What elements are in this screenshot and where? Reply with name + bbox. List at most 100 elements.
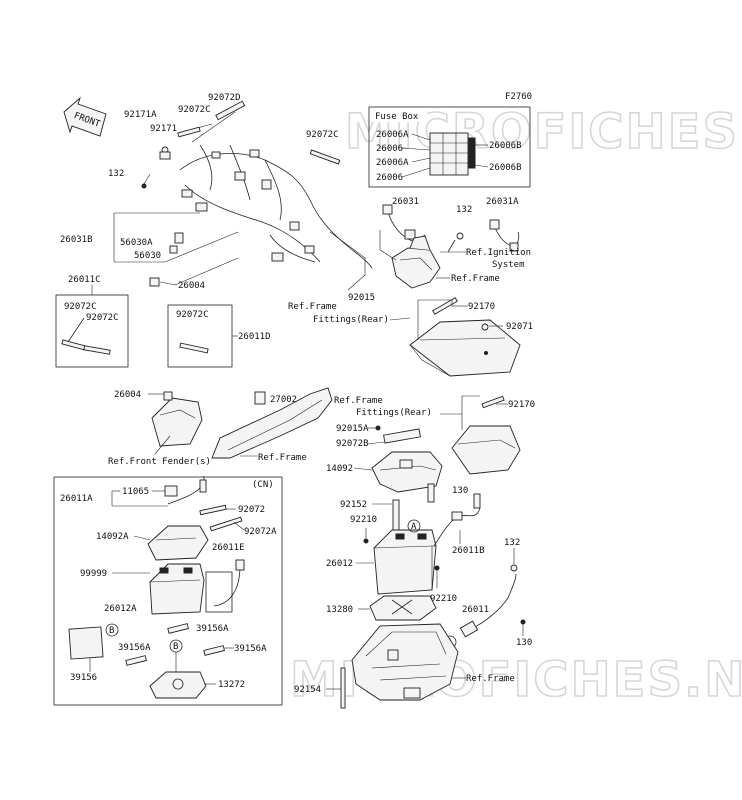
frame-rail-icon [211,387,333,459]
part-label-92072C-a: 92072C [64,302,97,312]
part-label-56030A: 56030A [120,238,153,248]
label-ref-ignition: Ref.Ignition [466,248,531,258]
part-label-92071: 92071 [506,322,533,332]
battery-cover-14092A-icon [147,525,209,561]
label-ref-frame-2: Ref.Frame [258,453,307,463]
battery-26012-icon [373,529,437,595]
part-label-26011: 26011 [462,605,489,615]
part-label-14092: 14092 [326,464,353,474]
part-label-39156A-1: 39156A [196,624,229,634]
label-fittings-rear-1: Fittings(Rear) [313,315,389,325]
cn-box-label: (CN) [252,480,274,490]
callout-a-upper: A [407,519,421,533]
part-label-92072C-b: 92072C [86,313,119,323]
callout-b-left: B [105,623,119,637]
main-wiring-harness-icon [179,144,373,269]
part-label-26012: 26012 [326,559,353,569]
label-sheet-39156-icon [68,626,104,660]
part-label-13272: 13272 [218,680,245,690]
part-label-56030: 56030 [134,251,161,261]
label-ref-frame-fittings-1: Ref.Frame [288,302,337,312]
part-label-92072D: 92072D [208,93,241,103]
part-label-132-low: 132 [504,538,520,548]
fuse-box-title: Fuse Box [375,112,419,122]
battery-tray-icon [351,623,459,701]
part-label-92210-a: 92210 [350,515,377,525]
part-label-26004-top: 26004 [178,281,205,291]
part-label-92170-top: 92170 [468,302,495,312]
fuse-label-left-1: 26006A [376,130,409,140]
battery-cable-26011B-icon [433,507,481,547]
battery-holder-14092-icon [371,451,443,503]
part-label-92072C-top: 92072C [178,105,211,115]
part-label-92072C-mid: 92072C [306,130,339,140]
ignition-bracket-icon [391,235,441,289]
part-label-92072: 92072 [238,505,265,515]
part-label-130-a: 130 [452,486,468,496]
figure-code: F2760 [505,92,532,102]
fuse-label-left-4: 26006 [376,173,403,183]
part-label-130-b: 130 [516,638,532,648]
fuse-label-left-3: 26006A [376,158,409,168]
part-label-11065: 11065 [122,487,149,497]
part-label-26011A: 26011A [60,494,93,504]
label-fittings-rear-2: Fittings(Rear) [356,408,432,418]
part-label-13280: 13280 [326,605,353,615]
part-label-14092A: 14092A [96,532,129,542]
part-label-92210-b: 92210 [430,594,457,604]
part-label-92170-mid: 92170 [508,400,535,410]
front-arrow-icon: FRONT [63,96,107,137]
part-label-92171: 92171 [150,124,177,134]
fuse-label-left-2: 26006 [376,144,403,154]
battery-tray-13272-icon [149,671,207,699]
cn-variant-box: (CN) [53,476,283,706]
ignition-wire-icon [382,204,520,253]
part-label-92015: 92015 [348,293,375,303]
part-label-26031: 26031 [392,197,419,207]
part-label-39156A-3: 39156A [234,644,267,654]
part-label-92072C-c: 92072C [176,310,209,320]
kit-26011D-box [167,304,238,368]
cable-26011E-icon [205,559,245,613]
fuse-box-panel: Fuse Box 26006A 26006 26006A 26006 26006… [368,106,531,188]
part-label-27002: 27002 [270,395,297,405]
label-ref-front-fender: Ref.Front Fender(s) [108,457,211,467]
part-label-92072B: 92072B [336,439,369,449]
part-label-39156: 39156 [70,673,97,683]
svg-text:B: B [109,626,114,636]
label-ref-frame-3: Ref.Frame [466,674,515,684]
fuse-label-right-2: 26006B [489,163,522,173]
kit-26011C-box [55,285,129,368]
part-label-92154: 92154 [294,685,321,695]
part-label-26011E: 26011E [212,543,245,553]
part-label-26031A: 26031A [486,197,519,207]
fuse-box-frame [368,106,531,188]
rear-fitting-panel-lower-icon [451,395,521,475]
part-label-26012A: 26012A [104,604,137,614]
part-label-92152: 92152 [340,500,367,510]
front-fender-bracket-icon [151,391,203,447]
part-label-26004-mid: 26004 [114,390,141,400]
part-label-92072A: 92072A [244,527,277,537]
svg-text:B: B [173,642,178,652]
battery-26012A-icon [149,563,205,615]
part-label-132-top: 132 [108,169,124,179]
fuse-label-right-1: 26006B [489,141,522,151]
part-label-132-right: 132 [456,205,472,215]
part-label-26011C: 26011C [68,275,101,285]
fuse-block-icon [429,132,476,176]
label-ref-frame-fittings-2: Ref.Frame [334,396,383,406]
part-label-99999: 99999 [80,569,107,579]
part-label-92171A: 92171A [124,110,157,120]
part-label-26011B: 26011B [452,546,485,556]
part-label-92015A: 92015A [336,424,369,434]
battery-pad-13280-icon [369,595,437,621]
part-label-39156A-2: 39156A [118,643,151,653]
part-label-26011D: 26011D [238,332,271,342]
part-label-26031B: 26031B [60,235,93,245]
svg-text:A: A [411,522,417,532]
label-ref-frame-1: Ref.Frame [451,274,500,284]
rear-fitting-panel-top-icon [409,297,521,377]
